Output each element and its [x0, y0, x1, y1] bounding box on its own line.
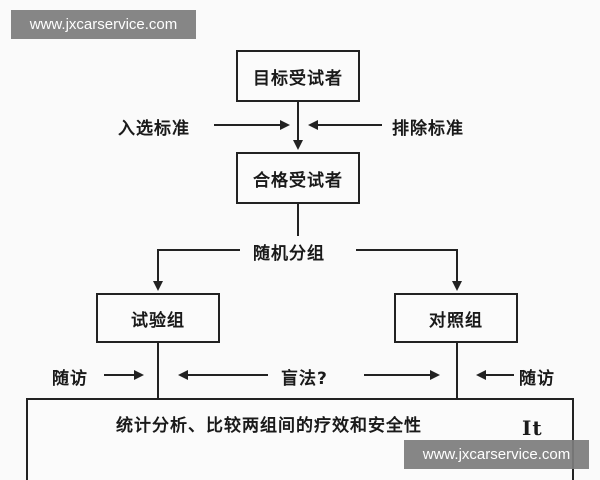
box-target-subjects-label: 目标受试者 [253, 68, 343, 89]
box-control-group-label: 对照组 [429, 310, 483, 331]
label-statistical-analysis: 统计分析、比较两组间的疗效和安全性 [116, 416, 422, 436]
label-analysis-tail: It [522, 416, 543, 440]
label-exclusion-criteria: 排除标准 [392, 119, 464, 139]
watermark-bottom-text: www.jxcarservice.com [422, 446, 571, 463]
watermark-top: www.jxcarservice.com [11, 10, 196, 39]
label-blinding: 盲法? [281, 369, 328, 389]
label-inclusion-criteria: 入选标准 [118, 119, 190, 139]
label-followup-left: 随访 [52, 369, 88, 389]
box-eligible-subjects: 合格受试者 [236, 152, 360, 204]
label-randomization: 随机分组 [253, 244, 325, 264]
watermark-top-text: www.jxcarservice.com [29, 16, 178, 33]
box-test-group: 试验组 [96, 293, 220, 343]
box-test-group-label: 试验组 [131, 310, 185, 331]
box-target-subjects: 目标受试者 [236, 50, 360, 102]
watermark-bottom: www.jxcarservice.com [404, 440, 589, 469]
label-followup-right: 随访 [519, 369, 555, 389]
box-control-group: 对照组 [394, 293, 518, 343]
box-eligible-subjects-label: 合格受试者 [253, 170, 343, 191]
